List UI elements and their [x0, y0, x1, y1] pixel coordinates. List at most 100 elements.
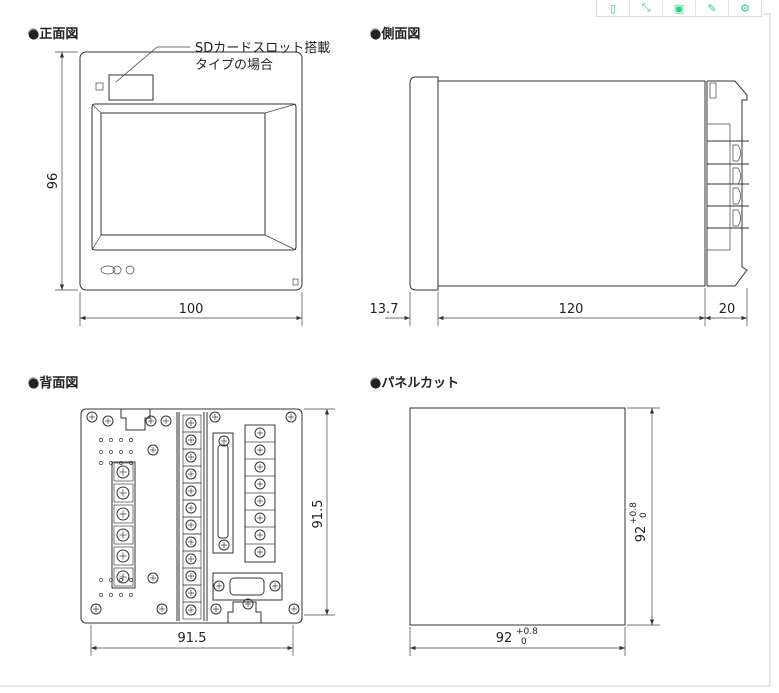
side-dim-terminal: 20 [719, 302, 736, 317]
screw-icon [185, 417, 197, 429]
screw-icon [147, 572, 159, 584]
vent-hole [119, 450, 123, 454]
back-title: ●背面図 [28, 375, 78, 391]
screw-icon [213, 580, 225, 592]
screw-icon [102, 415, 114, 427]
screw-icon [116, 507, 130, 521]
gear-icon[interactable]: ⚙ [740, 1, 750, 15]
mobile-icon[interactable]: ▯ [597, 0, 630, 16]
vent-hole [129, 438, 133, 442]
power-terminal [113, 483, 134, 503]
side-dim-body: 120 [559, 302, 584, 317]
side-terminal-block [706, 123, 731, 251]
power-terminal [113, 504, 134, 524]
rear-housing [707, 80, 748, 287]
io-terminal-block [244, 424, 276, 563]
vent-hole [109, 593, 113, 597]
vent-hole [99, 450, 103, 454]
expand-icon[interactable]: ⤡ [630, 0, 663, 16]
top-clip [120, 409, 151, 431]
screw-icon [185, 519, 197, 531]
vent-hole [99, 438, 103, 442]
front-dim-width: 100 [179, 302, 204, 317]
screw-icon [185, 604, 197, 616]
back-view: ●背面図 91.5 91.5 [28, 375, 335, 656]
back-case [80, 408, 303, 624]
sd-note-line1: SDカードスロット搭載 [195, 40, 330, 56]
screw-icon [147, 444, 159, 456]
power-terminal-block [111, 461, 136, 589]
screw-icon [254, 512, 266, 524]
power-terminal [113, 462, 134, 482]
power-terminal [113, 525, 134, 545]
screw-icon [116, 486, 130, 500]
screw-icon [86, 411, 98, 423]
bullet-icon [370, 28, 380, 38]
screw-icon [254, 444, 266, 456]
terminal-screw-side [732, 167, 741, 185]
screw-icon [185, 536, 197, 548]
screw-icon [185, 434, 197, 446]
dsub25-connector [212, 432, 234, 554]
screw-icon [185, 553, 197, 565]
front-view: ●正面図 SDカードスロット搭載 タイプの場合 96 100 [28, 27, 330, 326]
screw-icon [218, 435, 230, 447]
front-dim-height: 96 [46, 173, 61, 190]
screw-icon [145, 415, 157, 427]
screw-icon [185, 570, 197, 582]
screw-icon [90, 603, 102, 615]
vent-hole [99, 593, 103, 597]
screw-icon [185, 485, 197, 497]
screw-icon [116, 570, 130, 584]
vent-hole [109, 438, 113, 442]
vent-hole [119, 578, 123, 582]
save-icon[interactable]: ▣ [663, 0, 696, 16]
side-dim-bezel: 13.7 [370, 302, 399, 317]
sd-slot [108, 74, 154, 101]
vent-hole [119, 461, 123, 465]
vent-hole [119, 593, 123, 597]
vent-hole [129, 450, 133, 454]
screw-icon [210, 603, 222, 615]
screw-icon [254, 529, 266, 541]
dsub9-connector [212, 572, 283, 601]
screw-icon [209, 411, 221, 423]
back-dim-height: 91.5 [311, 500, 326, 529]
screw-icon [116, 549, 130, 563]
terminal-screw-side [732, 209, 741, 227]
panel-cut-view: ●パネルカット 92 +0.8 0 92 +0.8 0 [370, 376, 660, 656]
front-case [79, 51, 303, 291]
bullet-icon [28, 28, 38, 38]
panel-cut-dim-h: 92 [496, 631, 513, 646]
side-bezel [409, 76, 439, 291]
toolbar: ▯ ⤡ ▣ ✎ ⚙ [596, 0, 762, 17]
bullet-icon [28, 377, 38, 387]
edit-icon[interactable]: ✎ [696, 0, 729, 16]
vent-hole [99, 461, 103, 465]
small-square [292, 278, 299, 286]
screw-icon [242, 598, 254, 610]
screw-icon [185, 468, 197, 480]
bottom-clip [227, 601, 262, 623]
panel-cut-dim-v: 92 [634, 526, 649, 543]
display-screen [100, 112, 266, 236]
screw-icon [156, 603, 168, 615]
vent-hole [119, 438, 123, 442]
front-title: ●正面図 [28, 27, 78, 42]
screw-icon [254, 546, 266, 558]
terminal-cell [182, 601, 202, 620]
key-icon [100, 265, 116, 275]
screw-icon [254, 478, 266, 490]
screw-icon [254, 427, 266, 439]
screw-icon [185, 502, 197, 514]
panel-cut-rect [409, 407, 626, 626]
terminal-screw-side [732, 144, 741, 162]
screw-icon [116, 465, 130, 479]
sd-note-line2: タイプの場合 [195, 58, 273, 73]
screw-icon [160, 415, 172, 427]
screw-icon [285, 411, 297, 423]
vent-hole [109, 461, 113, 465]
page-frame [0, 13, 771, 687]
screw-icon [288, 603, 300, 615]
